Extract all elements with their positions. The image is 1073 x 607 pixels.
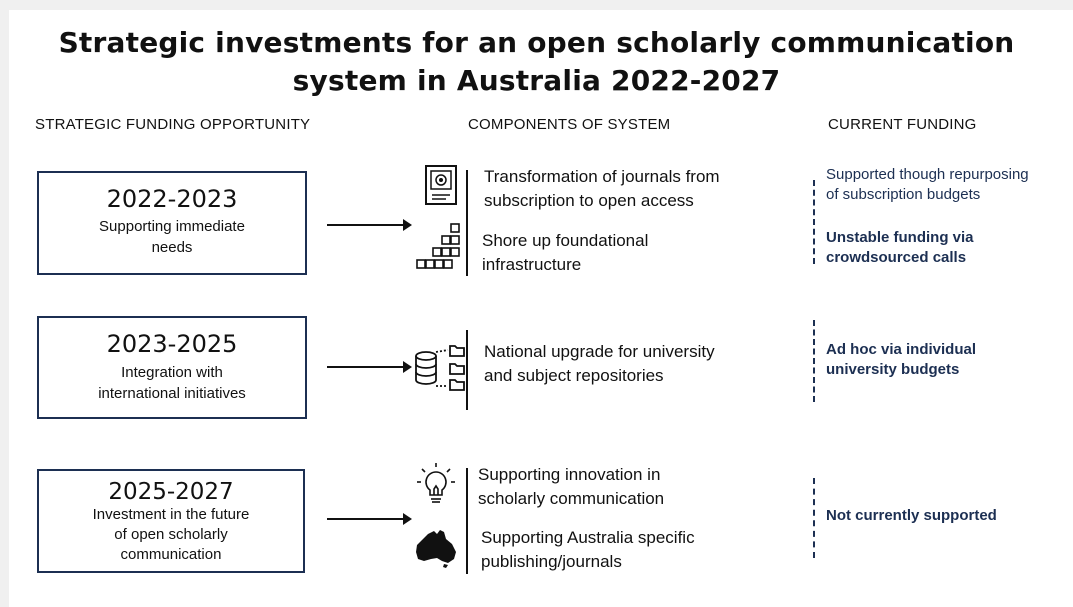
component-text-line: and subject repositories: [484, 366, 664, 385]
components-divider: [466, 330, 468, 410]
column-header-opportunity: STRATEGIC FUNDING OPPORTUNITY: [35, 116, 311, 133]
funding-ad-hoc: Ad hoc via individual university budgets: [826, 340, 976, 380]
period-description-line: needs: [151, 239, 193, 256]
funding-subscription: Supported though repurposing of subscrip…: [826, 165, 1029, 205]
funding-divider: [813, 478, 815, 558]
period-description-line: Investment in the future: [92, 506, 250, 523]
column-header-funding: CURRENT FUNDING: [828, 116, 977, 133]
component-text-line: Supporting Australia specific: [481, 528, 695, 547]
component-australia-publishing: Supporting Australia specific publishing…: [481, 526, 695, 574]
diagram-title-line-1: Strategic investments for an open schola…: [58, 26, 1015, 59]
period-box-2022-2023: 2022-2023 Supporting immediate needs: [37, 171, 307, 275]
period-label: 2023-2025: [106, 330, 238, 358]
funding-text-line: Ad hoc via individual: [826, 341, 977, 358]
database-folders-icon: [415, 345, 465, 391]
period-box-2023-2025: 2023-2025 Integration with international…: [37, 316, 307, 419]
period-label: 2025-2027: [108, 479, 234, 505]
arrow-right-icon: [327, 361, 412, 373]
funding-divider: [813, 180, 815, 264]
component-repositories: National upgrade for university and subj…: [484, 340, 715, 388]
component-journals: Transformation of journals from subscrip…: [484, 165, 720, 213]
component-text-line: scholarly communication: [478, 489, 665, 508]
funding-text-line: Supported though repurposing: [826, 166, 1029, 183]
components-divider: [466, 170, 468, 276]
component-innovation: Supporting innovation in scholarly commu…: [478, 463, 664, 511]
component-text-line: publishing/journals: [481, 552, 622, 571]
component-infrastructure: Shore up foundational infrastructure: [482, 229, 648, 277]
component-text-line: infrastructure: [482, 255, 582, 274]
building-blocks-icon: [416, 223, 460, 269]
funding-text-line: of subscription budgets: [826, 186, 981, 203]
period-description-line: Integration with: [121, 364, 223, 381]
component-text-line: National upgrade for university: [484, 342, 715, 361]
funding-text-line: Unstable funding via: [826, 229, 974, 246]
component-text-line: Transformation of journals from: [484, 167, 720, 186]
funding-text-line: crowdsourced calls: [826, 249, 967, 266]
components-divider: [466, 468, 468, 574]
component-text-line: subscription to open access: [484, 191, 694, 210]
funding-text-line: Not currently supported: [826, 507, 997, 524]
funding-not-supported: Not currently supported: [826, 506, 997, 526]
funding-divider: [813, 320, 815, 402]
column-header-components: COMPONENTS OF SYSTEM: [468, 116, 671, 133]
diagram-title-line-2: system in Australia 2022-2027: [292, 64, 781, 97]
component-text-line: Shore up foundational: [482, 231, 649, 250]
arrow-right-icon: [327, 513, 412, 525]
journal-icon: [425, 165, 457, 205]
australia-map-icon: [416, 530, 456, 568]
period-description-line: communication: [120, 546, 222, 563]
funding-crowdsourced: Unstable funding via crowdsourced calls: [826, 228, 974, 268]
funding-text-line: university budgets: [826, 361, 960, 378]
component-text-line: Supporting innovation in: [478, 465, 661, 484]
period-box-2025-2027: 2025-2027 Investment in the future of op…: [37, 469, 305, 573]
period-description-line: of open scholarly: [114, 526, 228, 543]
arrow-right-icon: [327, 219, 412, 231]
period-label: 2022-2023: [106, 185, 238, 213]
period-description-line: Supporting immediate: [99, 218, 245, 235]
period-description-line: international initiatives: [98, 385, 246, 402]
lightbulb-icon: [417, 463, 455, 503]
